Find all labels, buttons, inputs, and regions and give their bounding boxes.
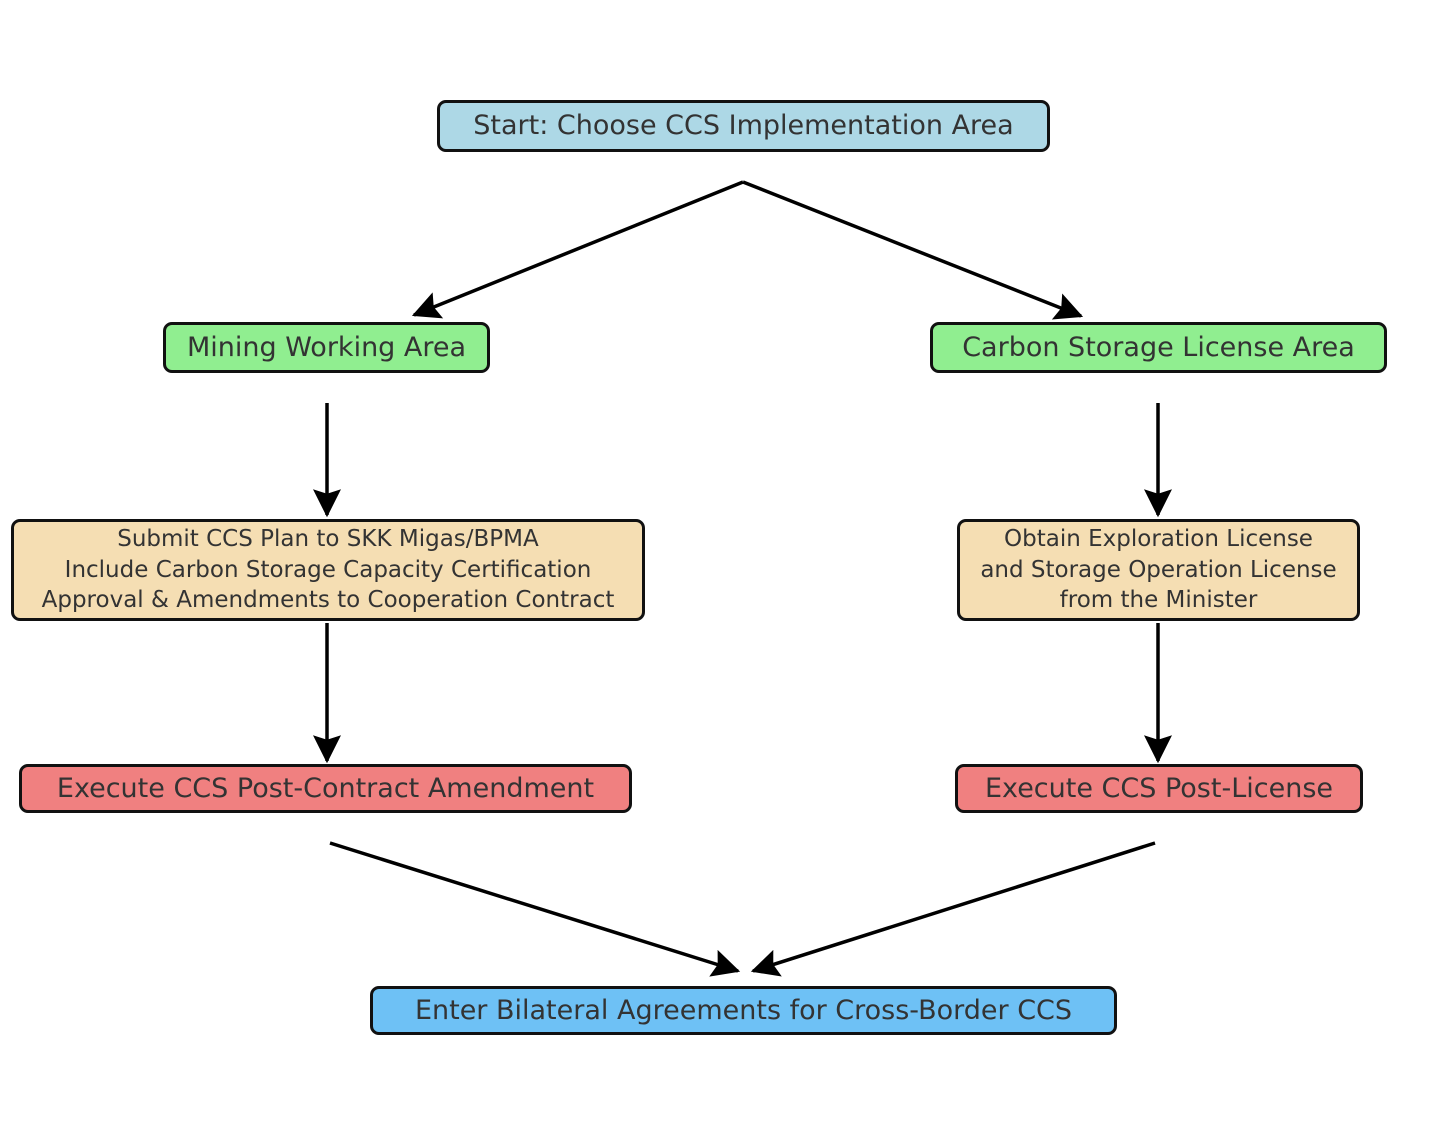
edge-post-contract-to-bilateral [329,841,741,977]
node-execute-post-contract-amendment: Execute CCS Post-Contract Amendment [19,764,632,813]
node-line: from the Minister [1059,587,1258,614]
node-submit-ccs-plan: Submit CCS Plan to SKK Migas/BPMA Includ… [11,519,645,621]
node-mining-working-area: Mining Working Area [163,322,490,373]
edge-start-to-storage-license-area [742,180,1084,320]
edge-post-license-to-bilateral [750,841,1156,977]
node-line: Include Carbon Storage Capacity Certific… [64,556,592,583]
node-execute-post-license: Execute CCS Post-License [955,764,1363,813]
node-bilateral-agreements: Enter Bilateral Agreements for Cross-Bor… [370,986,1117,1035]
node-line: Approval & Amendments to Cooperation Con… [41,587,615,614]
node-line: Obtain Exploration License [1004,526,1313,553]
node-start: Start: Choose CCS Implementation Area [437,100,1050,152]
node-line: Submit CCS Plan to SKK Migas/BPMA [117,526,539,553]
node-line: and Storage Operation License [980,556,1337,583]
node-carbon-storage-license-area: Carbon Storage License Area [930,322,1387,373]
node-obtain-licenses: Obtain Exploration License and Storage O… [957,519,1360,621]
edge-start-to-mining-area [411,180,744,319]
